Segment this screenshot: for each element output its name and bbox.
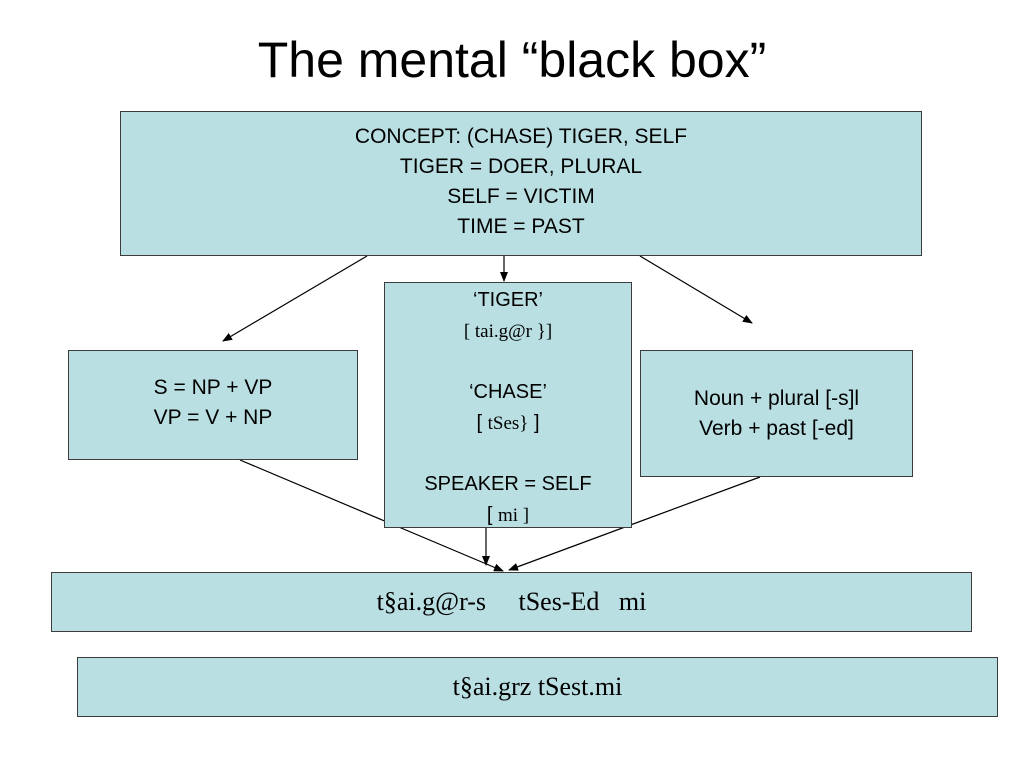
lexicon-speaker-bracket-open: [ — [486, 504, 498, 526]
lexicon-spacer — [385, 347, 631, 377]
lexicon-chase-bracket-close: ] — [528, 412, 540, 434]
concept-line: TIGER = DOER, PLURAL — [399, 155, 643, 178]
concept-line: SELF = VICTIM — [447, 185, 595, 208]
lexicon-speaker-phonology: mi ] — [497, 505, 530, 526]
syntax-rule: VP = V + NP — [153, 406, 273, 429]
concept-box: CONCEPT: (CHASE) TIGER, SELF TIGER = DOE… — [120, 111, 922, 256]
arrow-morphology-to-output — [508, 476, 761, 571]
lexicon-speaker: SPEAKER = SELF — [424, 473, 592, 495]
slide-title: The mental “black box” — [257, 32, 767, 88]
lexicon-chase-phonology-line: [ tSes} ] — [385, 408, 631, 439]
lexicon-speaker-phonology-line: [ mi ] — [385, 500, 631, 531]
concept-line: CONCEPT: (CHASE) TIGER, SELF — [354, 125, 688, 148]
lexicon-tiger-phonology: [ tai.g@r }] — [463, 321, 553, 342]
phonological-output-box: t§ai.g@r-s tSes-Ed mi — [51, 572, 972, 632]
arrow-syntax-to-output — [239, 459, 504, 572]
lexicon-spacer — [385, 439, 631, 469]
surface-form-box: t§ai.grz tSest.mi — [77, 657, 998, 717]
lexicon-tiger-word: ‘TIGER’ — [473, 289, 543, 311]
lexicon-chase-word: ‘CHASE’ — [469, 381, 547, 403]
lexicon-box: ‘TIGER’ [ tai.g@r }] ‘CHASE’ [ tSes} ] S… — [384, 282, 632, 528]
lexicon-chase-bracket-open: [ — [476, 412, 488, 434]
syntax-box: S = NP + VP VP = V + NP — [68, 350, 358, 460]
lexicon-chase-phonology: tSes} — [487, 413, 529, 434]
morphology-box: Noun + plural [-s]l Verb + past [-ed] — [640, 350, 913, 477]
arrow-concept-to-syntax — [222, 255, 368, 342]
morphology-rule: Verb + past [-ed] — [699, 417, 854, 440]
arrow-concept-to-morphology — [639, 255, 753, 324]
phonological-output-text: t§ai.g@r-s tSes-Ed mi — [376, 587, 647, 616]
surface-form-text: t§ai.grz tSest.mi — [452, 672, 623, 701]
concept-line: TIME = PAST — [457, 215, 585, 238]
morphology-rule: Noun + plural [-s]l — [693, 387, 860, 410]
syntax-rule: S = NP + VP — [153, 376, 273, 399]
